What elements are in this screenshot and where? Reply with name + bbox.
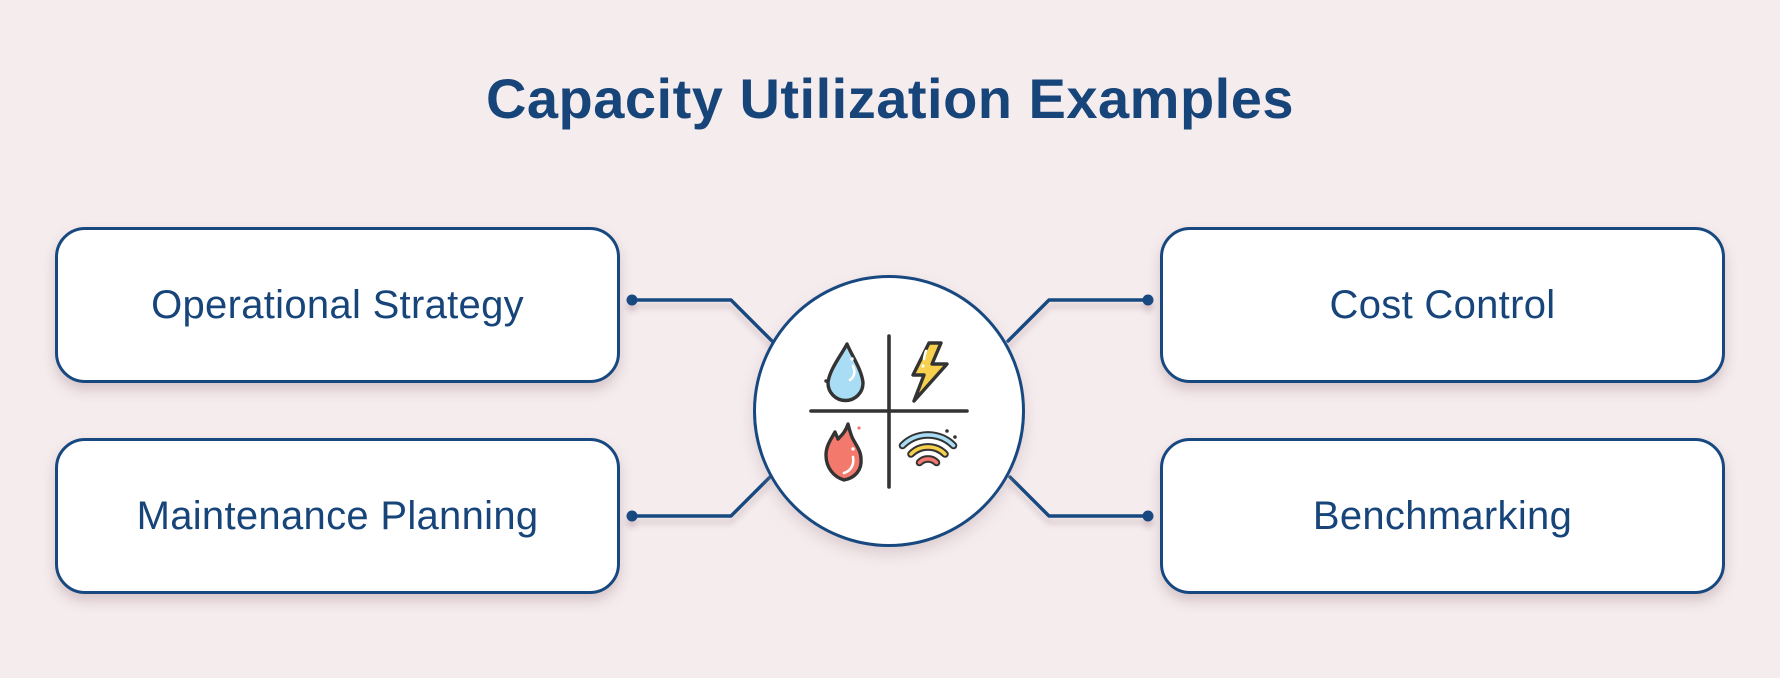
connector-dot [626, 294, 638, 306]
lightning-bolt-icon [911, 341, 949, 403]
node-label: Benchmarking [1312, 493, 1573, 538]
flame-icon [824, 422, 863, 482]
connector-dot [1142, 510, 1154, 522]
connector-top-left [626, 294, 774, 343]
wifi-signal-icon [898, 429, 958, 467]
node-label: Operational Strategy [151, 282, 524, 327]
node-maintenance-planning: Maintenance Planning [55, 438, 620, 594]
node-label: Cost Control [1329, 282, 1556, 327]
connector-bottom-left [626, 475, 772, 522]
connector-top-right [1006, 294, 1154, 343]
node-benchmarking: Benchmarking [1160, 438, 1725, 594]
node-cost-control: Cost Control [1160, 227, 1725, 383]
water-drop-icon [824, 342, 865, 403]
connector-dot [626, 510, 638, 522]
connector-bottom-right [1008, 475, 1154, 522]
node-operational-strategy: Operational Strategy [55, 227, 620, 383]
utilities-icon [809, 334, 969, 489]
node-label: Maintenance Planning [136, 493, 539, 538]
quadrant-cross-icon [809, 334, 969, 489]
connector-dot [1142, 294, 1154, 306]
diagram-title: Capacity Utilization Examples [485, 67, 1295, 130]
center-circle [753, 275, 1025, 547]
